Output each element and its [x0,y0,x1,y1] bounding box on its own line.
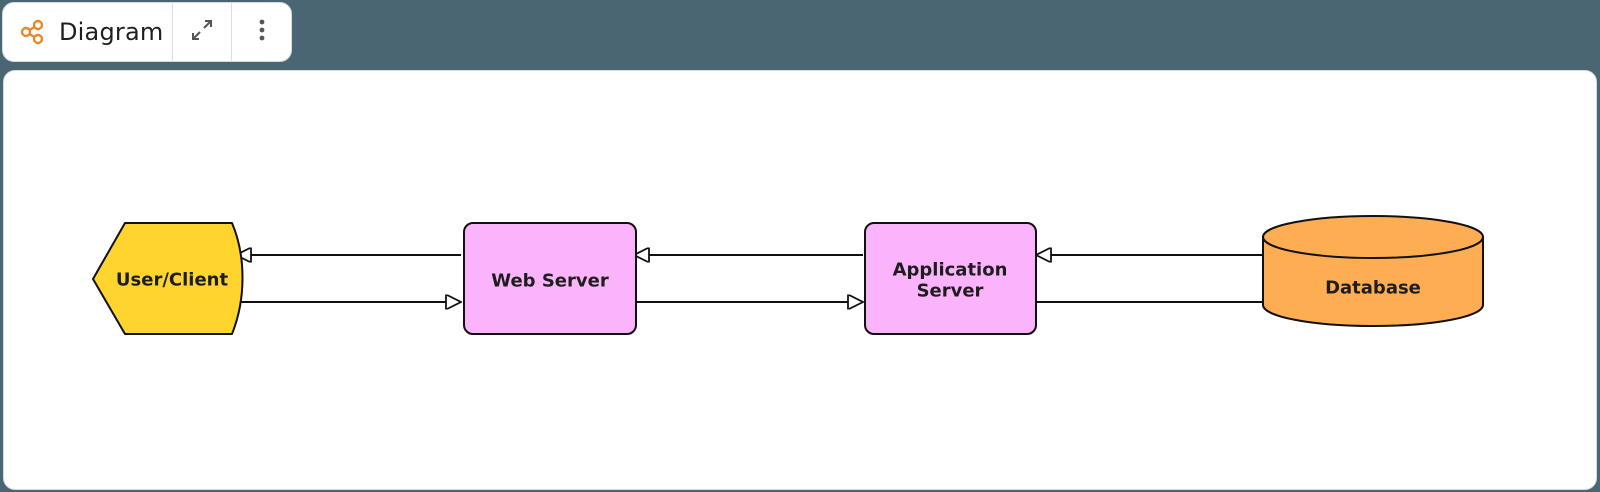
diagram-icon [20,19,46,45]
node-app-server[interactable]: Application Server [864,222,1037,335]
diagram-title-area: Diagram [3,3,173,61]
more-options-button[interactable] [232,3,291,61]
node-database[interactable]: Database [1262,215,1484,327]
expand-button[interactable] [173,3,233,61]
node-app-server-shape [864,222,1037,335]
diagram-svg: User/Client Web Server Application Serve… [92,215,1484,335]
node-database-label: Database [1325,278,1421,299]
node-database-top [1262,215,1484,259]
node-user-client-shape [92,222,244,335]
node-database-body [1262,236,1484,327]
node-app-server-label-line1: Application [893,260,1008,281]
node-user-client-label: User/Client [116,270,229,291]
node-web-server-shape [463,222,637,335]
node-user-client[interactable]: User/Client [92,222,244,335]
diagram-toolbar: Diagram [2,2,292,62]
diagram-title: Diagram [59,18,164,46]
node-web-server-label: Web Server [491,271,609,292]
node-web-server[interactable]: Web Server [463,222,637,335]
expand-icon [189,17,215,47]
more-vertical-icon [257,17,267,47]
diagram-canvas: User/Client Web Server Application Serve… [3,70,1597,490]
node-app-server-label-line2: Server [917,281,984,302]
